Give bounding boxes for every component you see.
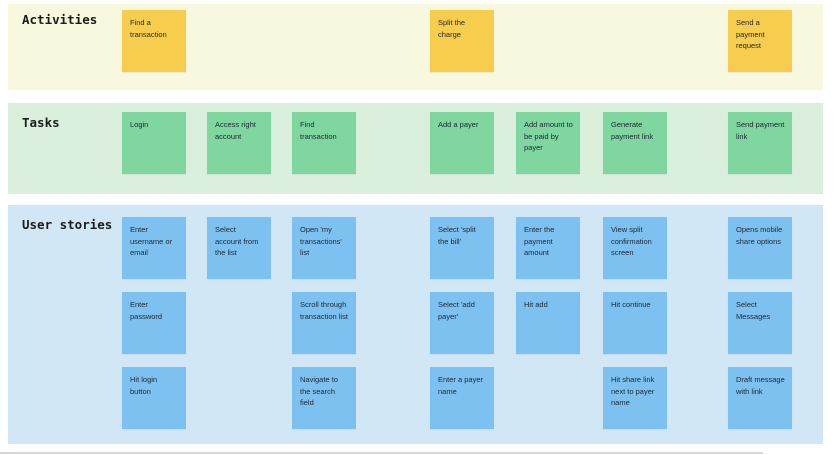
- sticky-task[interactable]: Send payment link: [728, 112, 792, 174]
- sticky-story[interactable]: Enter password: [122, 292, 186, 354]
- sticky-task[interactable]: Access right account: [207, 112, 271, 174]
- sticky-story[interactable]: Enter username or email: [122, 217, 186, 279]
- sticky-story[interactable]: View split confirmation screen: [603, 217, 667, 279]
- sticky-story[interactable]: Hit login button: [122, 367, 186, 429]
- sticky-story[interactable]: Select 'add payer': [430, 292, 494, 354]
- sticky-task[interactable]: Login: [122, 112, 186, 174]
- sticky-activity[interactable]: Split the charge: [430, 10, 494, 72]
- canvas-bottom-edge: [0, 452, 763, 454]
- sticky-story[interactable]: Select Messages: [728, 292, 792, 354]
- sticky-story[interactable]: Hit share link next to payer name: [603, 367, 667, 429]
- sticky-story[interactable]: Hit add: [516, 292, 580, 354]
- sticky-story[interactable]: Select account from the list: [207, 217, 271, 279]
- sticky-story[interactable]: Hit continue: [603, 292, 667, 354]
- sticky-story[interactable]: Select 'split the bill': [430, 217, 494, 279]
- lane-user-stories-label: User stories: [22, 217, 113, 232]
- sticky-task[interactable]: Add a payer: [430, 112, 494, 174]
- lane-tasks-label: Tasks: [22, 115, 60, 130]
- sticky-task[interactable]: Add amount to be paid by payer: [516, 112, 580, 174]
- lane-activities: Activities Find a transaction Split the …: [8, 4, 823, 90]
- lane-tasks: Tasks Login Access right account Find tr…: [8, 103, 823, 194]
- sticky-task[interactable]: Find transaction: [292, 112, 356, 174]
- sticky-story[interactable]: Enter the payment amount: [516, 217, 580, 279]
- sticky-story[interactable]: Scroll through transaction list: [292, 292, 356, 354]
- lane-user-stories: User stories Enter username or email Sel…: [8, 205, 823, 444]
- sticky-story[interactable]: Open 'my transactions' list: [292, 217, 356, 279]
- sticky-activity[interactable]: Send a payment request: [728, 10, 792, 72]
- sticky-story[interactable]: Opens mobile share options: [728, 217, 792, 279]
- sticky-task[interactable]: Generate payment link: [603, 112, 667, 174]
- sticky-story[interactable]: Enter a payer name: [430, 367, 494, 429]
- sticky-story[interactable]: Draft message with link: [728, 367, 792, 429]
- lane-activities-label: Activities: [22, 12, 98, 27]
- sticky-activity[interactable]: Find a transaction: [122, 10, 186, 72]
- sticky-story[interactable]: Navigate to the search field: [292, 367, 356, 429]
